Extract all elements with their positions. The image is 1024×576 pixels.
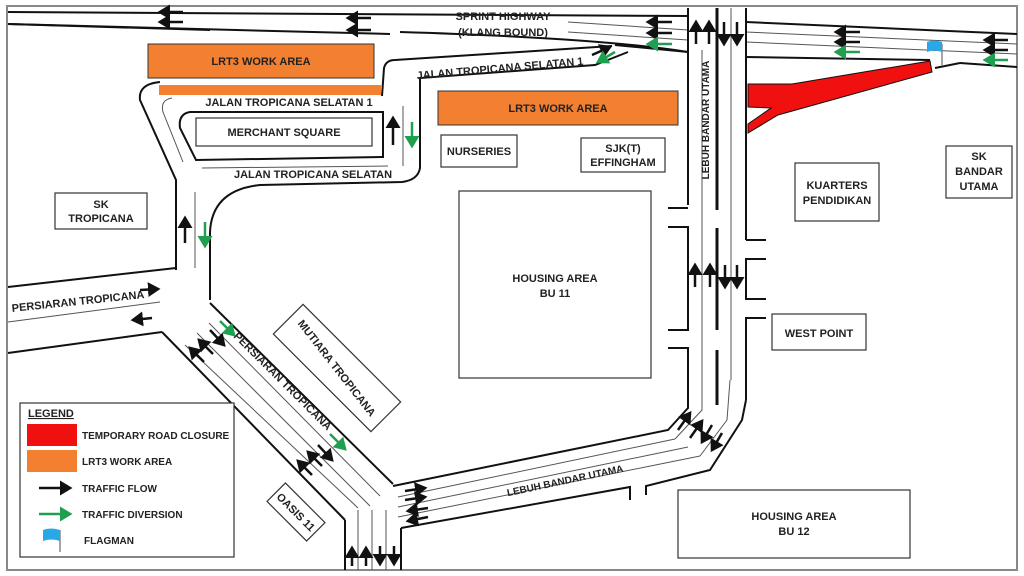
sjkt-effingham-label-2: EFFINGHAM [590,157,655,169]
housing-area-bu12 [677,489,911,559]
flow-arrow-diagonal [306,450,323,467]
sk-bandar-utama-label-2: BANDAR [955,166,1003,178]
sk-bandar-utama-label-3: UTAMA [960,181,999,193]
mutiara-tropicana [272,303,402,433]
legend-item-traffic-diversion: TRAFFIC DIVERSION [82,510,183,521]
flagman-icon [927,40,943,66]
west-point-label: WEST POINT [785,328,854,340]
map-frame [6,5,1018,571]
road-closure-area [747,60,933,134]
road-label-jalan-tropicana-selatan: JALAN TROPICANA SELATAN [234,169,392,181]
legend: LEGEND TEMPORARY ROAD CLOSURE LRT3 WORK … [19,402,235,558]
highway-flow-arrows [157,4,1008,68]
legend-red-swatch [27,424,77,446]
road-label-lebuh-bandar-utama-vertical: LEBUH BANDAR UTAMA [701,61,712,180]
oasis-11 [266,482,326,542]
persiaran-tropicana-diagonal [161,302,394,570]
road-label-klang-bound: (KLANG BOUND) [458,27,548,39]
legend-flagman-icon [43,528,61,552]
flow-arrow-down [710,432,724,453]
sk-bandar-utama-label-1: SK [971,151,986,163]
legend-item-traffic-flow: TRAFFIC FLOW [82,484,158,495]
lrt3-work-area-strip [159,85,381,95]
flow-arrow-diagonal [209,329,226,347]
flow-arrow-down [700,424,714,445]
diversion-arrow-diagonal [219,320,236,337]
legend-item-road-closure: TEMPORARY ROAD CLOSURE [82,431,230,442]
flow-arrow-right [139,282,161,298]
persiaran-tropicana-west [7,267,177,354]
flow-arrow-diagonal [188,346,205,363]
flow-arrow-diagonal [317,444,334,462]
west-point [771,313,867,351]
lebuh-bandar-utama-diagonal [392,379,747,529]
nurseries-label: NURSERIES [447,146,511,158]
flow-arrow-diagonal [296,459,313,476]
jalan-tropicana-selatan-roads [138,45,629,300]
housing-area-bu12-label-1: HOUSING AREA [751,511,836,523]
legend-orange-swatch [27,450,77,472]
road-label-jalan-tropicana-selatan-1-top: JALAN TROPICANA SELATAN 1 [416,56,584,83]
flow-arrow-left [405,511,429,527]
flow-arrow-diagonal [197,338,214,355]
sk-tropicana-label-1: SK [93,199,108,211]
lrt3-work-area-center-label: LRT3 WORK AREA [508,103,607,115]
flow-arrow-slip [591,44,613,58]
sjkt-effingham [580,137,666,173]
flow-arrow-right [404,491,428,506]
road-label-jalan-tropicana-selatan-1-inner: JALAN TROPICANA SELATAN 1 [205,97,372,109]
merchant-square-label: MERCHANT SQUARE [227,127,340,139]
housing-area-bu11-label-1: HOUSING AREA [512,273,597,285]
flow-arrow-up [688,418,704,439]
sk-tropicana [54,192,148,230]
lrt3-work-area-west [147,43,375,79]
sjkt-effingham-label-1: SJK(T) [605,143,641,155]
sk-bandar-utama [945,145,1013,199]
flow-arrow-left [405,502,429,517]
kuarters-pendidikan [794,162,880,222]
flow-arrow-up [676,410,692,431]
merchant-square [195,117,373,147]
road-label-sprint-highway: SPRINT HIGHWAY [456,11,552,23]
diversion-arrow-slip [595,50,616,64]
housing-area-bu12-label-2: BU 12 [778,526,809,538]
housing-area-bu11 [458,190,652,379]
lebuh-bandar-utama-vertical [668,8,766,405]
legend-item-flagman: FLAGMAN [84,536,134,547]
legend-title: LEGEND [28,408,74,420]
sk-tropicana-label-2: TROPICANA [68,213,133,225]
road-label-persiaran-tropicana-west: PERSIARAN TROPICANA [11,289,145,315]
nurseries [440,134,518,168]
kuarters-label-1: KUARTERS [806,180,867,192]
lrt3-work-area-center [437,90,679,126]
flow-arrow-right [404,482,428,497]
lrt3-work-area-west-label: LRT3 WORK AREA [211,56,310,68]
housing-area-bu11-label-2: BU 11 [540,288,571,300]
diversion-arrow-diagonal [329,433,347,451]
kuarters-label-2: PENDIDIKAN [803,195,872,207]
legend-item-work-area: LRT3 WORK AREA [82,457,172,468]
flow-arrow-left [130,311,153,327]
